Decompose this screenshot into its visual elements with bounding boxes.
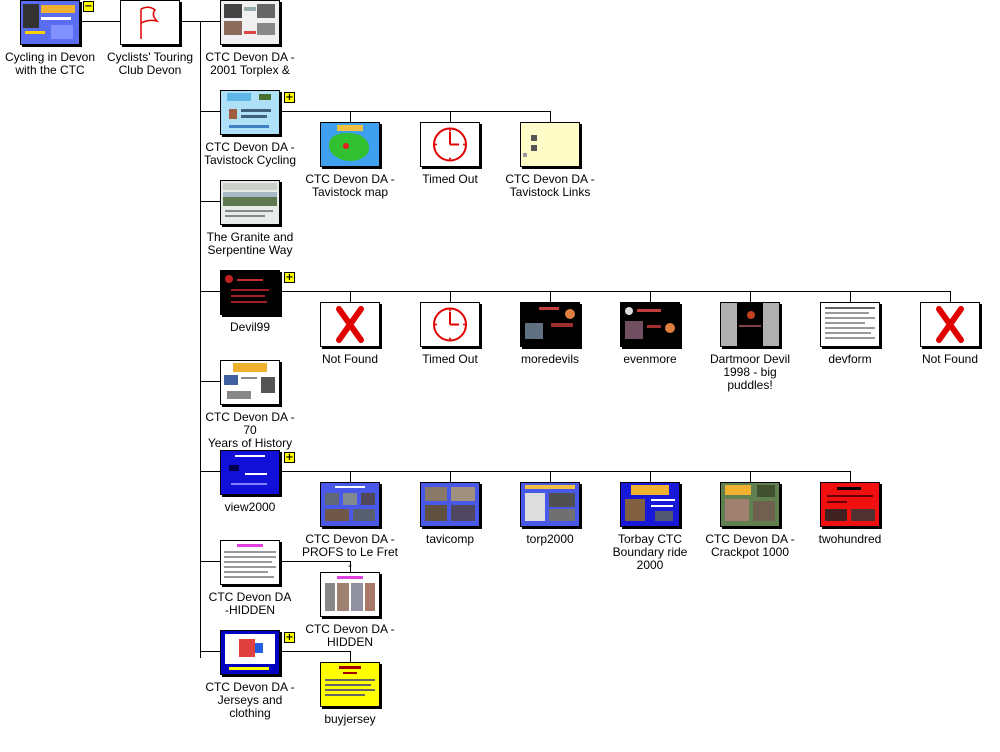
flag-icon — [140, 6, 160, 39]
expand-button[interactable]: + — [284, 92, 295, 103]
node-timed-out-1[interactable]: Timed Out — [400, 122, 500, 199]
node-dartmoor-devil[interactable]: Dartmoor Devil 1998 - big puddles! — [700, 302, 800, 392]
node-twohundred[interactable]: twohundred — [800, 482, 900, 559]
node-label: Not Found — [321, 352, 379, 366]
page-thumbnail[interactable] — [520, 482, 580, 527]
red-cross-icon — [336, 306, 364, 343]
page-thumbnail[interactable] — [520, 302, 580, 347]
page-thumbnail[interactable] — [920, 302, 980, 347]
node-seventy-years[interactable]: CTC Devon DA - 70 Years of History — [200, 360, 300, 450]
node-label: CTC Devon DA - Tavistock Links — [505, 172, 595, 199]
node-not-found-2[interactable]: Not Found — [900, 302, 1000, 379]
clock-icon — [433, 307, 467, 342]
page-thumbnail[interactable] — [820, 482, 880, 527]
node-label: Not Found — [921, 352, 979, 366]
node-devform[interactable]: devform — [800, 302, 900, 379]
node-label: CTC Devon DA - PROFS to Le Fret - — [301, 532, 399, 572]
page-thumbnail[interactable] — [620, 302, 680, 347]
node-view2000[interactable]: view2000 — [200, 450, 300, 527]
node-label: Torbay CTC Boundary ride 2000 — [612, 532, 688, 572]
node-label: CTC Devon DA - 70 Years of History — [205, 410, 295, 450]
expand-button[interactable]: + — [284, 632, 295, 643]
node-ctc-club-devon[interactable]: Cyclists' Touring Club Devon — [100, 0, 200, 77]
page-thumbnail[interactable] — [420, 482, 480, 527]
node-label: CTC Devon DA - Crackpot 1000 — [705, 532, 795, 559]
node-hidden-1[interactable]: CTC Devon DA -HIDDEN — [200, 540, 300, 617]
node-granite-serpentine[interactable]: The Granite and Serpentine Way — [200, 180, 300, 257]
page-thumbnail[interactable] — [420, 302, 480, 347]
node-label: CTC Devon DA - 2001 Torplex & — [205, 50, 295, 77]
page-thumbnail[interactable] — [220, 180, 280, 225]
node-label: torp2000 — [526, 532, 574, 546]
node-label: Dartmoor Devil 1998 - big puddles! — [709, 352, 790, 392]
node-devil99[interactable]: Devil99 — [200, 270, 300, 347]
page-thumbnail[interactable] — [620, 482, 680, 527]
node-label: moredevils — [520, 352, 580, 366]
node-label: CTC Devon DA - HIDDEN — [305, 622, 395, 649]
page-thumbnail[interactable] — [220, 90, 280, 135]
clock-icon — [433, 127, 467, 162]
expand-button[interactable]: + — [284, 272, 295, 283]
node-label: twohundred — [818, 532, 882, 546]
page-thumbnail[interactable] — [220, 360, 280, 405]
page-thumbnail[interactable] — [320, 572, 380, 617]
node-torbay[interactable]: Torbay CTC Boundary ride 2000 — [600, 482, 700, 572]
node-label: CTC Devon DA - Tavistock map — [305, 172, 395, 199]
node-label: Cycling in Devon with the CTC — [4, 50, 96, 77]
page-thumbnail[interactable] — [520, 122, 580, 167]
node-label: view2000 — [224, 500, 276, 514]
node-tavistock-map[interactable]: CTC Devon DA - Tavistock map — [300, 122, 400, 199]
page-thumbnail[interactable] — [720, 302, 780, 347]
page-thumbnail[interactable] — [320, 302, 380, 347]
node-tavistock-links[interactable]: CTC Devon DA - Tavistock Links — [500, 122, 600, 199]
node-label: tavicomp — [425, 532, 475, 546]
page-thumbnail[interactable] — [220, 0, 280, 45]
node-label: The Granite and Serpentine Way — [206, 230, 294, 257]
node-buyjersey[interactable]: buyjersey — [300, 662, 400, 739]
node-label: CTC Devon DA - Jerseys and clothing — [205, 680, 295, 720]
node-label: Timed Out — [422, 172, 478, 186]
node-label: Cyclists' Touring Club Devon — [106, 50, 194, 77]
page-thumbnail[interactable] — [420, 122, 480, 167]
red-cross-icon — [936, 306, 964, 343]
node-jerseys[interactable]: CTC Devon DA - Jerseys and clothing — [200, 630, 300, 720]
page-thumbnail[interactable] — [320, 122, 380, 167]
page-thumbnail[interactable] — [20, 0, 80, 45]
node-hidden-2[interactable]: CTC Devon DA - HIDDEN — [300, 572, 400, 649]
page-thumbnail[interactable] — [720, 482, 780, 527]
node-timed-out-2[interactable]: Timed Out — [400, 302, 500, 379]
node-label: CTC Devon DA - Tavistock Cycling — [203, 140, 297, 167]
node-evenmore[interactable]: evenmore — [600, 302, 700, 379]
node-torp2000[interactable]: torp2000 — [500, 482, 600, 559]
node-cycling-in-devon[interactable]: Cycling in Devon with the CTC — [0, 0, 100, 77]
node-torplex[interactable]: CTC Devon DA - 2001 Torplex & — [200, 0, 300, 77]
node-crackpot[interactable]: CTC Devon DA - Crackpot 1000 — [700, 482, 800, 559]
page-thumbnail[interactable] — [120, 0, 180, 45]
node-label: devform — [828, 352, 872, 366]
collapse-button[interactable]: − — [83, 1, 94, 12]
node-label: Devil99 — [229, 320, 271, 334]
node-moredevils[interactable]: moredevils — [500, 302, 600, 379]
node-profs[interactable]: CTC Devon DA - PROFS to Le Fret - — [300, 482, 400, 572]
expand-button[interactable]: + — [284, 452, 295, 463]
page-thumbnail[interactable] — [820, 302, 880, 347]
node-label: buyjersey — [324, 712, 376, 726]
page-thumbnail[interactable] — [320, 482, 380, 527]
node-not-found-1[interactable]: Not Found — [300, 302, 400, 379]
node-label: Timed Out — [422, 352, 478, 366]
node-tavistock-cycling[interactable]: CTC Devon DA - Tavistock Cycling — [200, 90, 300, 167]
page-thumbnail[interactable] — [220, 450, 280, 495]
node-label: CTC Devon DA -HIDDEN — [208, 590, 292, 617]
node-tavicomp[interactable]: tavicomp — [400, 482, 500, 559]
page-thumbnail[interactable] — [220, 540, 280, 585]
node-label: evenmore — [623, 352, 677, 366]
page-thumbnail[interactable] — [220, 270, 280, 315]
page-thumbnail[interactable] — [220, 630, 280, 675]
page-thumbnail[interactable] — [320, 662, 380, 707]
